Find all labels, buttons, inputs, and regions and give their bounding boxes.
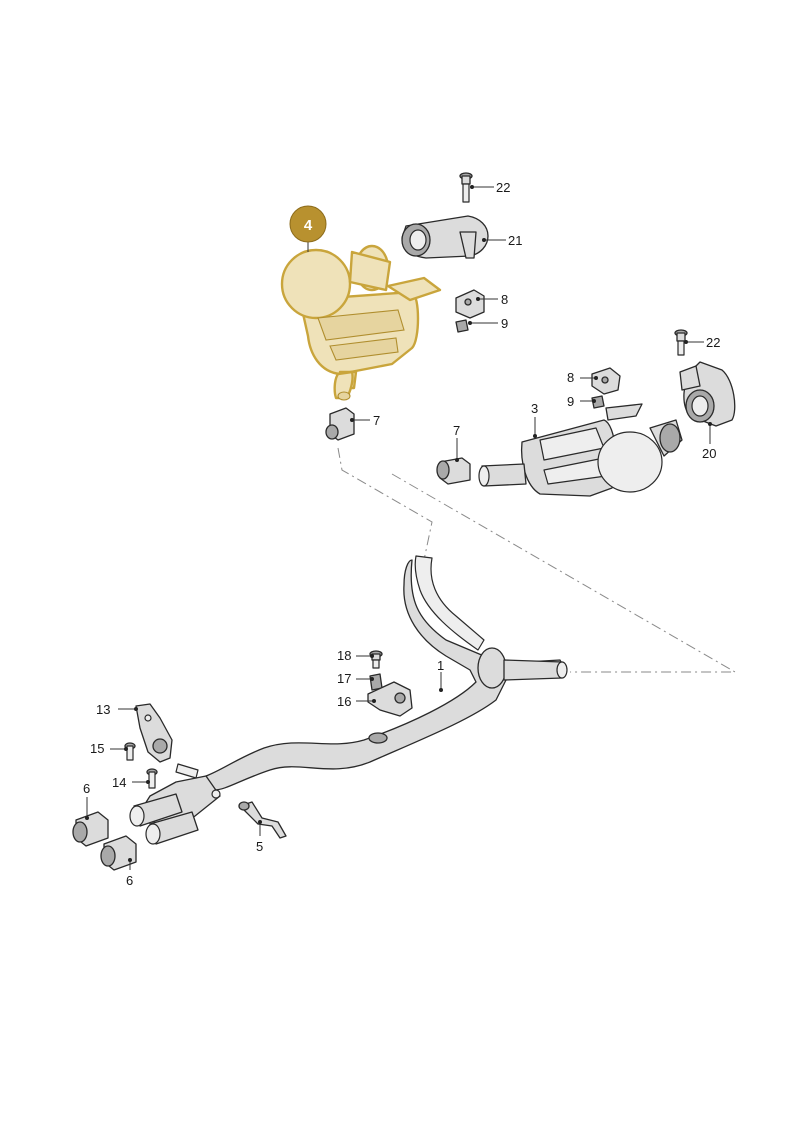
callout-5: 5 xyxy=(256,839,263,854)
leader-lines xyxy=(85,185,712,870)
callout-14: 14 xyxy=(112,775,126,790)
callout-18: 18 xyxy=(337,648,351,663)
clamp-part-7-lower[interactable] xyxy=(436,457,471,485)
callout-6-right: 6 xyxy=(126,873,133,888)
callout-17: 17 xyxy=(337,671,351,686)
rear-muffler-part-3[interactable] xyxy=(478,403,683,497)
callout-15: 15 xyxy=(90,741,104,756)
callout-6-left: 6 xyxy=(83,781,90,796)
clamp-part-6-right[interactable] xyxy=(100,835,137,871)
sensor-part-5[interactable] xyxy=(238,801,287,839)
callout-21: 21 xyxy=(508,233,522,248)
bolt-part-18[interactable] xyxy=(369,650,383,669)
assembly-guide-lines xyxy=(337,447,737,673)
callout-22-lower: 22 xyxy=(706,335,720,350)
callout-7-lower: 7 xyxy=(453,423,460,438)
callout-22-upper: 22 xyxy=(496,180,510,195)
callout-labels: 22 21 8 9 7 22 8 9 3 7 20 1 18 17 16 13 … xyxy=(83,180,720,888)
bolt-part-14[interactable] xyxy=(146,768,158,789)
bolt-part-22-upper[interactable] xyxy=(459,172,473,203)
callout-9-upper: 9 xyxy=(501,316,508,331)
callout-9-lower: 9 xyxy=(567,394,574,409)
bolt-part-15[interactable] xyxy=(124,742,136,761)
callout-13: 13 xyxy=(96,702,110,717)
bolt-part-22-lower[interactable] xyxy=(674,329,688,356)
bracket-part-8-upper[interactable] xyxy=(455,289,485,319)
callout-20: 20 xyxy=(702,446,716,461)
callout-8-upper: 8 xyxy=(501,292,508,307)
nut-part-9-upper[interactable] xyxy=(455,319,469,333)
washer-part-17[interactable] xyxy=(369,673,383,691)
center-muffler-part-4[interactable] xyxy=(280,244,442,401)
nut-part-9-lower[interactable] xyxy=(591,395,605,409)
callout-1: 1 xyxy=(437,658,444,673)
hanger-part-16[interactable] xyxy=(367,681,413,717)
bracket-part-13[interactable] xyxy=(135,703,173,763)
callout-7-upper: 7 xyxy=(373,413,380,428)
highlight-badge[interactable]: 4 xyxy=(289,205,327,243)
clamp-part-6-left[interactable] xyxy=(72,811,109,847)
highlight-badge-label: 4 xyxy=(304,217,313,234)
exhaust-pipe-part-1[interactable] xyxy=(129,555,568,845)
tailpipe-trim-part-21[interactable] xyxy=(401,215,489,259)
callout-3: 3 xyxy=(531,401,538,416)
tailpipe-trim-part-20[interactable] xyxy=(679,361,736,427)
mount-stud xyxy=(175,763,199,779)
clamp-part-7-upper[interactable] xyxy=(325,407,355,441)
callout-8-lower: 8 xyxy=(567,370,574,385)
callout-16: 16 xyxy=(337,694,351,709)
bracket-part-8-lower[interactable] xyxy=(591,367,621,395)
